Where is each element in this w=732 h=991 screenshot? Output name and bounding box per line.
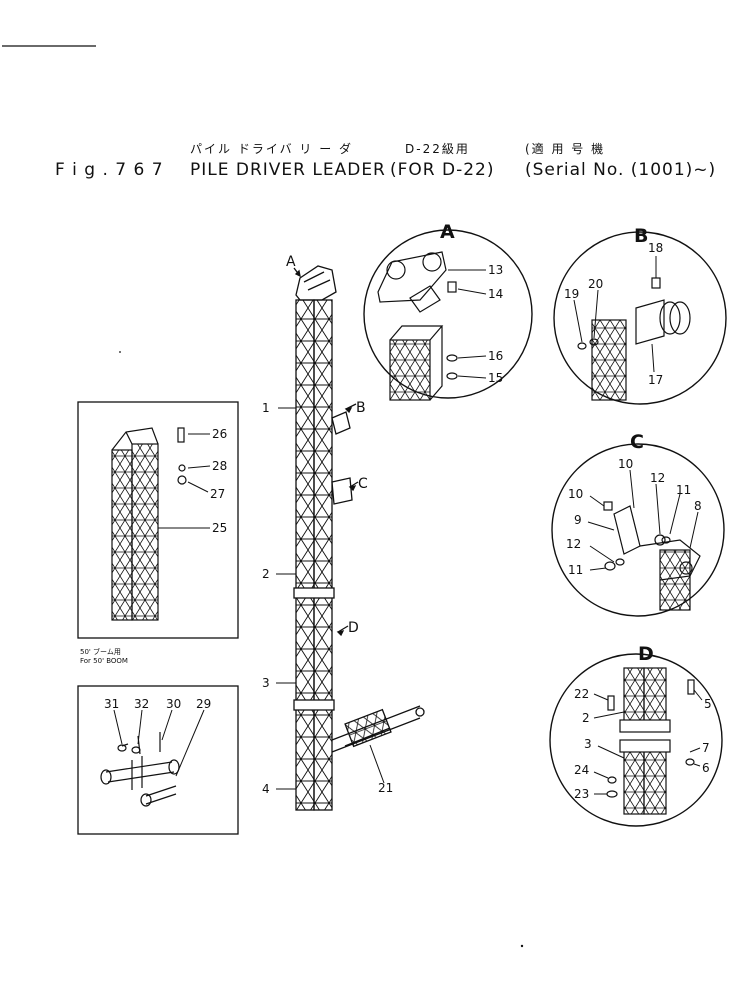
callout-3: 3 [262, 676, 270, 690]
detail-circle-b [553, 231, 727, 405]
leader-section-upper-front [295, 299, 315, 591]
part-5: 5 [704, 697, 712, 711]
part-26: 26 [212, 427, 227, 441]
part-18: 18 [648, 241, 663, 255]
title-jp-name: パイル ドライバ リ ー ダ [190, 142, 354, 156]
part-7: 7 [702, 741, 710, 755]
leader-section-middle-side [313, 595, 333, 703]
part-29: 29 [196, 697, 211, 711]
pin-parts-box [77, 685, 239, 835]
part-6: 6 [702, 761, 710, 775]
callout-view-d: D [348, 620, 359, 636]
detail-circle-a [363, 229, 533, 399]
part-32: 32 [134, 697, 149, 711]
detail-circle-d [549, 653, 723, 827]
part-12-upper: 12 [650, 471, 665, 485]
part-14: 14 [488, 287, 503, 301]
detail-label-c: C [630, 431, 644, 453]
part-25: 25 [212, 521, 227, 535]
detail-circle-c [551, 443, 725, 617]
part-24: 24 [574, 763, 589, 777]
title-jp-model: D-22級用 [405, 142, 470, 156]
part-20: 20 [588, 277, 603, 291]
part-3-d: 3 [584, 737, 592, 751]
part-13: 13 [488, 263, 503, 277]
part-16: 16 [488, 349, 503, 363]
part-9: 9 [574, 513, 582, 527]
title-en-model: (FOR D-22) [390, 160, 495, 180]
callout-1: 1 [262, 401, 270, 415]
part-17: 17 [648, 373, 663, 387]
boom-caption-en: For 50' BOOM [80, 657, 128, 665]
part-15: 15 [488, 371, 503, 385]
part-11-lower: 11 [568, 563, 583, 577]
detail-label-d: D [638, 643, 654, 665]
part-22: 22 [574, 687, 589, 701]
part-10-bolt: 10 [568, 487, 583, 501]
callout-view-a: A [286, 254, 296, 270]
callout-21: 21 [378, 781, 393, 795]
detail-label-a: A [440, 221, 455, 243]
part-27: 27 [210, 487, 225, 501]
part-11-upper: 11 [676, 483, 691, 497]
bracket-c [331, 477, 353, 505]
part-31: 31 [104, 697, 119, 711]
part-28: 28 [212, 459, 227, 473]
leader-section-middle-front [295, 595, 315, 703]
title-en-name: PILE DRIVER LEADER [190, 160, 386, 180]
serial-number: (Serial No. (1001)~) [525, 160, 717, 180]
boom-caption-jp: 50' ブーム用 [80, 647, 121, 656]
callout-2: 2 [262, 567, 270, 581]
boom-adapter-box [77, 401, 239, 639]
callout-4: 4 [262, 782, 270, 796]
leader-top-head [295, 265, 337, 301]
leader-section-lower-front [295, 707, 315, 811]
part-23: 23 [574, 787, 589, 801]
leader-section-upper-side [313, 299, 333, 591]
bracket-b [331, 411, 351, 435]
part-8: 8 [694, 499, 702, 513]
main-leader [293, 265, 425, 811]
part-12-lower: 12 [566, 537, 581, 551]
callout-view-b: B [356, 400, 366, 416]
callout-view-c: C [358, 476, 368, 492]
detail-label-b: B [634, 225, 648, 247]
figure-label: F i g . 7 6 7 [55, 160, 164, 180]
part-10-plate: 10 [618, 457, 633, 471]
part-30: 30 [166, 697, 181, 711]
leader-section-lower-side [313, 707, 333, 811]
title-jp-serial: (適 用 号 機 [525, 142, 606, 156]
part-2-d: 2 [582, 711, 590, 725]
part-19: 19 [564, 287, 579, 301]
